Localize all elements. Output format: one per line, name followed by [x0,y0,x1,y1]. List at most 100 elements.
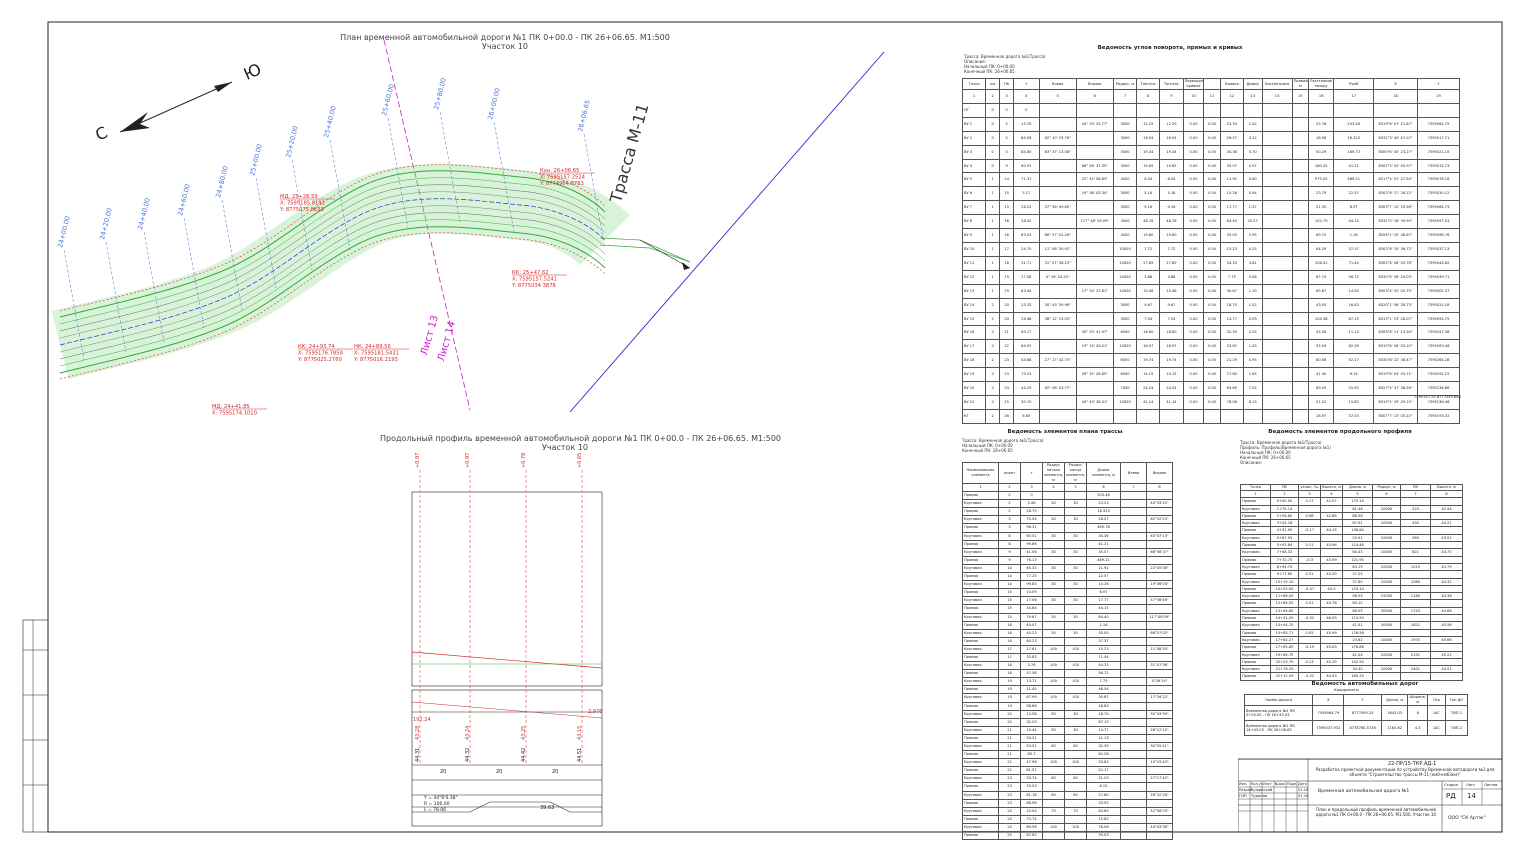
north-arrow [119,81,233,133]
table-cell [1261,297,1293,313]
table-cell: 8302°6' 27' 26.22" [1372,186,1419,202]
table-cell: 60 [1064,774,1087,784]
table-cell: 10000 [1372,519,1401,528]
table-cell: 5.17 [1013,186,1040,202]
table-cell [1042,814,1065,824]
table-cell: Круговая [962,774,999,784]
column-number-cell: 14 [1261,89,1293,104]
table-cell [1372,584,1401,594]
table-cell: Прямая [1240,526,1271,535]
table-cell: 19.80 [1136,228,1161,243]
stamp-role-2: ГИП [1239,794,1247,798]
table-header-cell: Прямая, м [1291,78,1309,90]
table-cell: 50.29 [1307,144,1335,160]
table-cell: 15 [998,596,1021,606]
table-cell: 100 [1064,677,1087,687]
table-cell [1261,158,1293,174]
table-cell: 8332°0' 16' 39.95" [1372,214,1419,230]
table-cell: 0.00 [1182,297,1205,313]
table-cell: 17 [998,644,1021,654]
table-header-cell: Y [1417,78,1460,90]
table-cell: 2 [985,394,1001,410]
table-cell: 27.85 [1159,255,1184,271]
table-cell: 14.54 [1333,283,1374,299]
table-cell: 5.18 [1136,186,1161,202]
table-cell: 15.46 [1159,283,1184,299]
table-cell: 65.87 [1307,283,1335,299]
table-cell: 19°36'03" [1146,580,1173,590]
table-cell: 43.96 [1320,541,1343,550]
table-cell: 31.71 [1013,255,1040,271]
table-header-cell: Тангенс [1136,78,1161,90]
profile-title: Продольный профиль временной автомобильн… [380,434,782,443]
table-cell: 489.21 [1086,555,1121,565]
table-cell: 41.21 [1333,158,1374,174]
table-cell: 0.00 [1203,255,1221,271]
table-cell: 1 [985,214,1001,230]
table-cell [1064,491,1087,501]
table-cell: 62.26 [1086,750,1121,760]
table-cell: 5.97 [1242,158,1263,174]
table-cell: Круговая [1240,665,1271,674]
table-cell: Круговая [1240,577,1271,586]
table-cell: 10+52.90 [1270,584,1299,594]
table-cell: 39.03 [1086,831,1121,841]
table-cell: 7595054.75 [1417,311,1460,327]
table-header-cell: Высота, м [1320,484,1343,491]
table-cell: 30 [1042,580,1065,590]
table-cell [1042,604,1065,614]
table-cell [1042,491,1065,501]
column-number-cell: 12 [1219,89,1244,104]
table-cell: 30 [1042,531,1065,541]
table-cell: 9.67 [1136,297,1161,313]
column-number-cell: 19 [1417,89,1460,104]
profile-design-mark: 43.25 [521,725,527,740]
table-cell: 0.00 [1182,353,1205,369]
table-cell: 67.62 [1020,831,1043,841]
table-cell [1120,612,1147,622]
table-cell: ВУ 9 [961,228,987,243]
table-cell: Прямая [962,539,999,549]
table-cell [1120,758,1147,768]
table-cell: 15.46 [1136,283,1161,299]
table-cell: Прямая [962,523,999,533]
table-cell: 10000 [1112,269,1138,285]
table-cell: 4+31.09 [1270,526,1299,535]
callout-text: НК: 24+89.56 [354,344,391,350]
table-cell: 55.03 [1020,782,1043,792]
table-cell [1372,526,1401,535]
table-cell: 25.76 [1307,116,1335,132]
table-cell: ВУ 6 [961,186,987,202]
table-cell: ВУ 17 [961,339,987,355]
table-cell [1146,491,1173,501]
table-cell: 0.00 [1182,339,1205,355]
table-cell: 178.86 [1342,643,1373,652]
table-cell: 6000 [1112,353,1138,369]
table-cell: 19.74 [1159,353,1184,369]
table-cell: 13.71 [1020,677,1043,687]
table-cell: 30000 [1372,606,1401,616]
table-cell [1042,588,1065,598]
table-cell [1120,547,1147,557]
table-cell: 46.54 [1086,685,1121,695]
table-cell: Круговая [962,822,999,833]
table-cell: 2 [985,367,1001,383]
table-cell: 8 [998,539,1021,549]
table-cell: 11+86.00 [1270,592,1299,601]
table-cell [1038,102,1077,118]
profile-cell: 20 [552,769,559,775]
table-cell: Круговая [962,547,999,557]
table-cell: Прямая [962,588,999,598]
turn-table-title: Ведомость углов поворота, прямых и кривы… [1097,45,1243,51]
table-cell: 23 [999,353,1015,369]
table-cell [1075,353,1114,369]
table-cell: 2191 [1400,650,1431,659]
table-cell: 19.74 [1136,353,1161,369]
table-cell: 14.15 [1159,367,1184,383]
table-cell [1320,592,1343,601]
table-cell [1146,572,1173,582]
